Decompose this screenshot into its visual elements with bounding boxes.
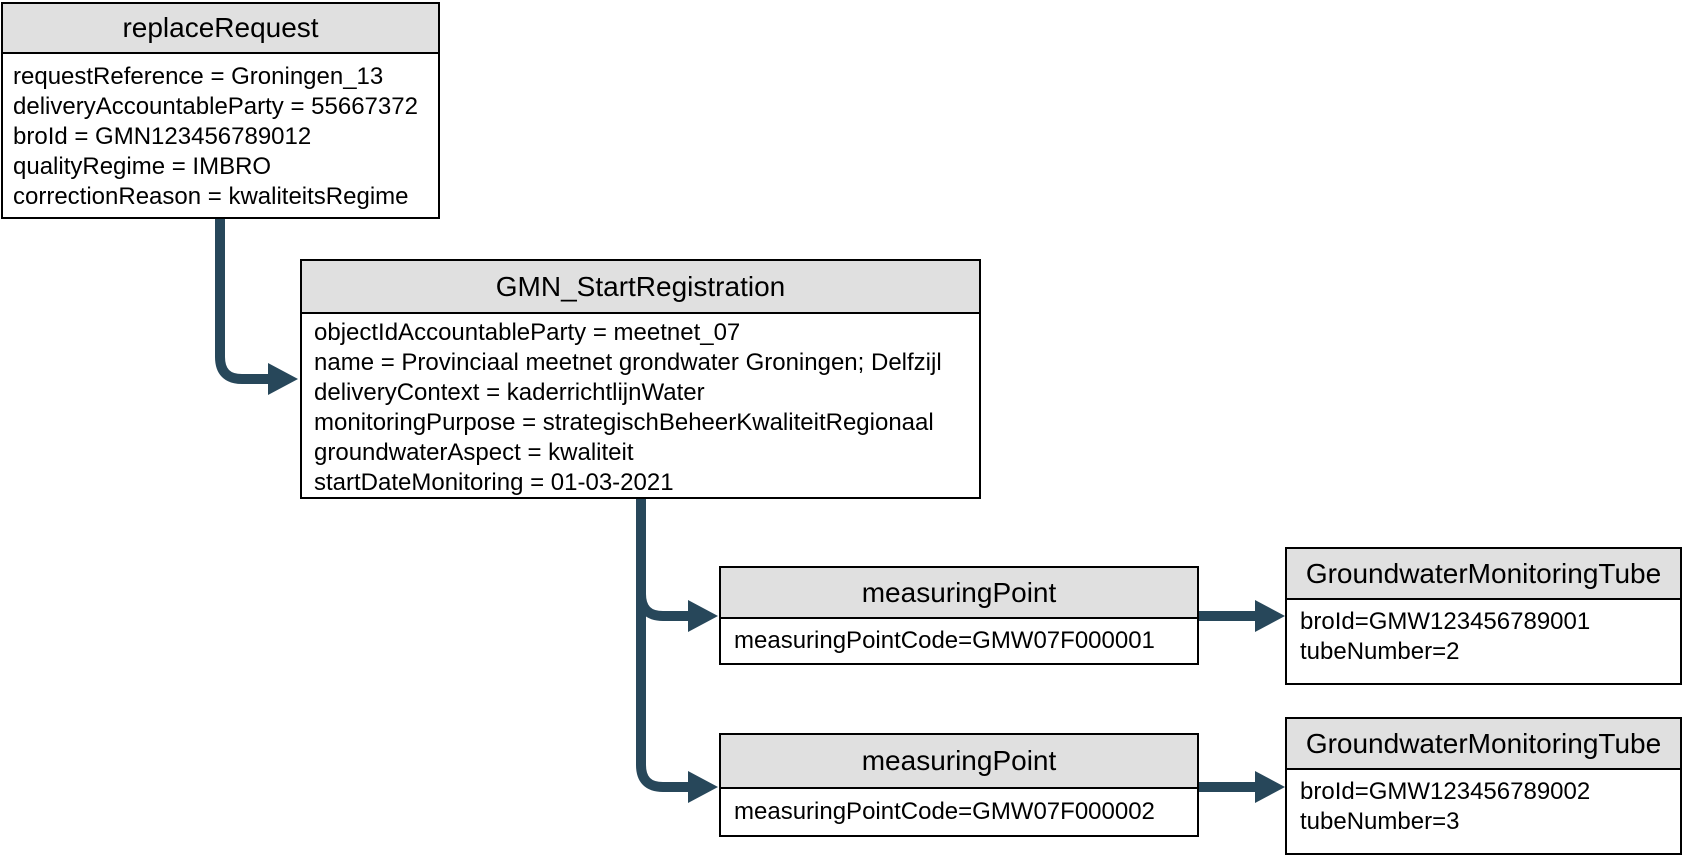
attribute-line: qualityRegime = IMBRO (13, 153, 272, 180)
connector-gmn-to-measuringpoint-2 (636, 497, 718, 803)
node-attributes: objectIdAccountableParty = meetnet_07 na… (302, 314, 979, 498)
attribute-line: measuringPointCode=GMW07F000001 (734, 627, 1155, 654)
node-attributes: requestReference = Groningen_13 delivery… (3, 54, 438, 212)
attribute-line: requestReference = Groningen_13 (13, 63, 384, 90)
node-measuring-point-1: measuringPoint measuringPointCode=GMW07F… (719, 566, 1199, 665)
node-groundwater-monitoring-tube-1: GroundwaterMonitoringTube broId=GMW12345… (1285, 547, 1682, 685)
attribute-line: correctionReason = kwaliteitsRegime (13, 183, 409, 210)
node-replace-request: replaceRequest requestReference = Gronin… (1, 2, 440, 219)
node-attributes: broId=GMW123456789002 tubeNumber=3 (1287, 770, 1680, 837)
attribute-line: broId=GMW123456789002 (1300, 778, 1591, 805)
attribute-line: deliveryContext = kaderrichtlijnWater (314, 379, 705, 406)
attribute-line: broId = GMN123456789012 (13, 123, 312, 150)
node-attributes: measuringPointCode=GMW07F000001 (721, 619, 1197, 663)
attribute-line: groundwaterAspect = kwaliteit (314, 439, 634, 466)
node-gmn-start-registration: GMN_StartRegistration objectIdAccountabl… (300, 259, 981, 499)
attribute-line: tubeNumber=2 (1300, 638, 1460, 665)
connector-gmn-to-measuringpoint-1 (636, 497, 718, 632)
node-title: GroundwaterMonitoringTube (1287, 549, 1680, 600)
connector-measuringpoint-2-to-tube-2 (1199, 771, 1285, 803)
node-title: measuringPoint (721, 735, 1197, 789)
attribute-line: objectIdAccountableParty = meetnet_07 (314, 319, 741, 346)
attribute-line: deliveryAccountableParty = 55667372 (13, 93, 418, 120)
connector-replacerequest-to-gmn (215, 217, 298, 395)
node-title: measuringPoint (721, 568, 1197, 619)
node-attributes: broId=GMW123456789001 tubeNumber=2 (1287, 600, 1680, 667)
node-attributes: measuringPointCode=GMW07F000002 (721, 789, 1197, 835)
attribute-line: name = Provinciaal meetnet grondwater Gr… (314, 349, 942, 376)
attribute-line: monitoringPurpose = strategischBeheerKwa… (314, 409, 934, 436)
node-groundwater-monitoring-tube-2: GroundwaterMonitoringTube broId=GMW12345… (1285, 717, 1682, 855)
attribute-line: broId=GMW123456789001 (1300, 608, 1591, 635)
node-measuring-point-2: measuringPoint measuringPointCode=GMW07F… (719, 733, 1199, 837)
node-title: GMN_StartRegistration (302, 261, 979, 314)
attribute-line: tubeNumber=3 (1300, 808, 1460, 835)
node-title: GroundwaterMonitoringTube (1287, 719, 1680, 770)
attribute-line: measuringPointCode=GMW07F000002 (734, 798, 1155, 825)
attribute-line: startDateMonitoring = 01-03-2021 (314, 469, 674, 496)
node-title: replaceRequest (3, 4, 438, 54)
connector-measuringpoint-1-to-tube-1 (1199, 600, 1285, 632)
